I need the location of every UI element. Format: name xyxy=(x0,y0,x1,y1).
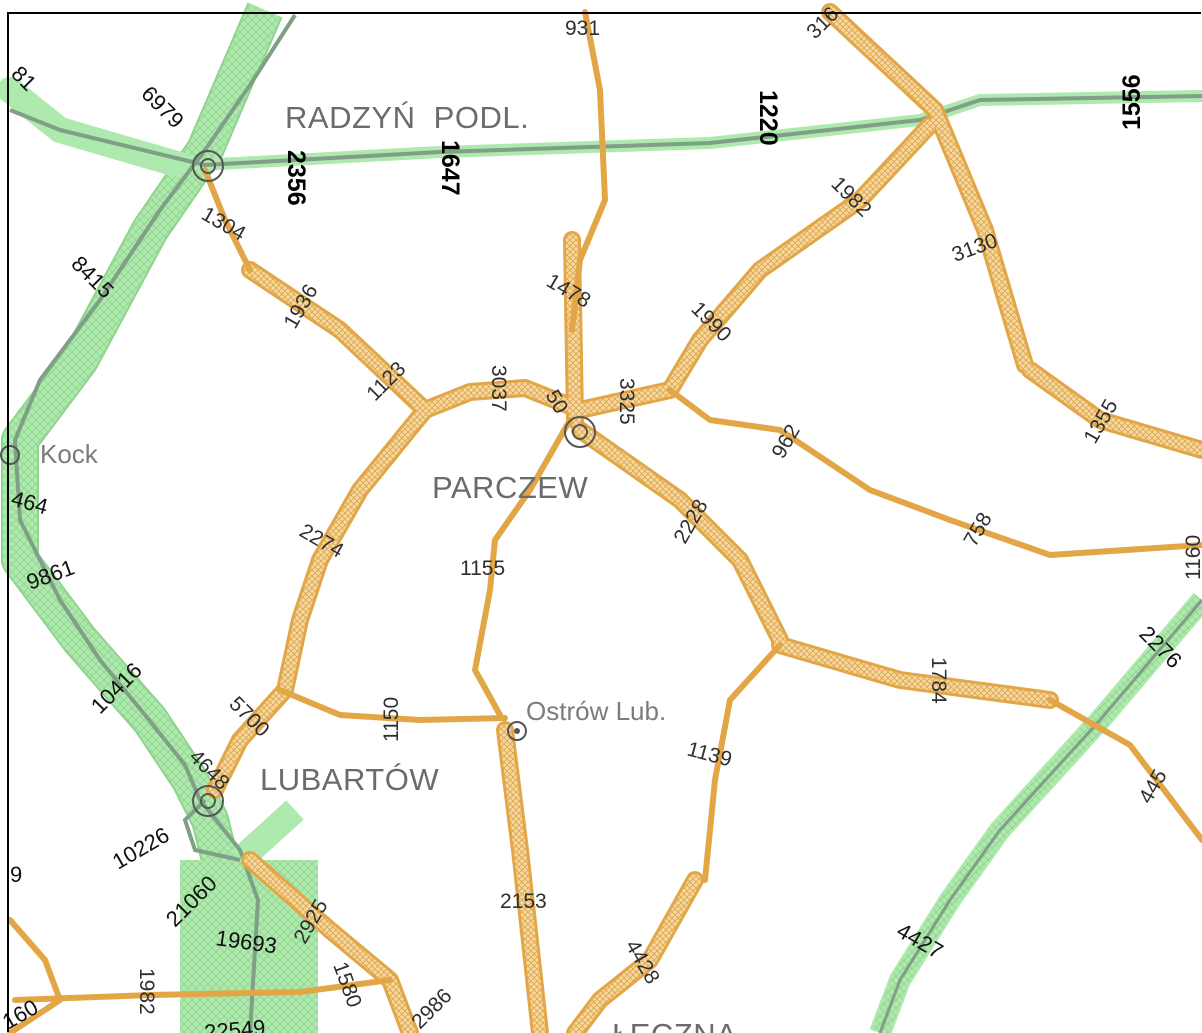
count-label: 1556 xyxy=(1118,74,1146,130)
town-symbols xyxy=(0,150,596,817)
national-road-line xyxy=(13,13,297,1033)
count-label: 22549 xyxy=(203,1015,266,1033)
regional-road xyxy=(667,387,1202,558)
regional-road xyxy=(202,167,253,273)
regional-road xyxy=(569,9,608,333)
count-label: 3325 xyxy=(615,378,638,425)
count-label: 6979 xyxy=(136,81,188,133)
radzyn-symbol xyxy=(192,150,224,182)
count-label: 1150 xyxy=(380,697,403,742)
count-label: 931 xyxy=(565,17,600,40)
count-label: 1155 xyxy=(460,557,505,580)
count-label: 1160 xyxy=(1182,535,1202,580)
count-label: 2153 xyxy=(500,890,547,913)
count-label: 9 xyxy=(10,862,22,887)
regional-roads xyxy=(7,3,1202,1033)
regional-road xyxy=(277,687,508,723)
place-radzyn: RADZYŃ PODL. xyxy=(285,100,529,135)
regional-road xyxy=(702,642,783,883)
count-label: 2356 xyxy=(282,150,310,206)
count-label: 1982 xyxy=(135,968,158,1015)
place-labels: RADZYŃ PODL. PARCZEW LUBARTÓW Kock Ostró… xyxy=(40,100,737,1033)
ostrow-symbol xyxy=(507,721,527,741)
parczew-symbol xyxy=(564,416,596,448)
count-label: 1139 xyxy=(685,738,735,772)
count-label: 1220 xyxy=(754,90,782,146)
count-label: 1784 xyxy=(927,657,950,704)
national-road-line xyxy=(9,94,1202,167)
regional-road xyxy=(1047,697,1202,843)
count-label: 758 xyxy=(959,509,996,551)
count-label: 2986 xyxy=(407,984,456,1033)
national-road-band-fill xyxy=(3,3,281,1033)
place-leczna: ŁĘCZNA xyxy=(612,1017,737,1033)
count-label: 1647 xyxy=(436,140,464,196)
place-ostrow: Ostrów Lub. xyxy=(526,696,666,726)
count-label: 445 xyxy=(1134,766,1171,808)
count-label: 3037 xyxy=(487,365,510,412)
kock-symbol xyxy=(0,445,20,465)
regional-road xyxy=(7,917,63,1033)
regional-road xyxy=(12,977,393,1003)
place-lubartow: LUBARTÓW xyxy=(260,762,439,797)
place-kock: Kock xyxy=(40,439,99,469)
count-label: 10226 xyxy=(108,822,173,874)
place-parczew: PARCZEW xyxy=(432,470,588,505)
regional-road xyxy=(472,417,573,718)
lubartow-symbol xyxy=(192,785,224,817)
national-road-line xyxy=(878,599,1202,1033)
